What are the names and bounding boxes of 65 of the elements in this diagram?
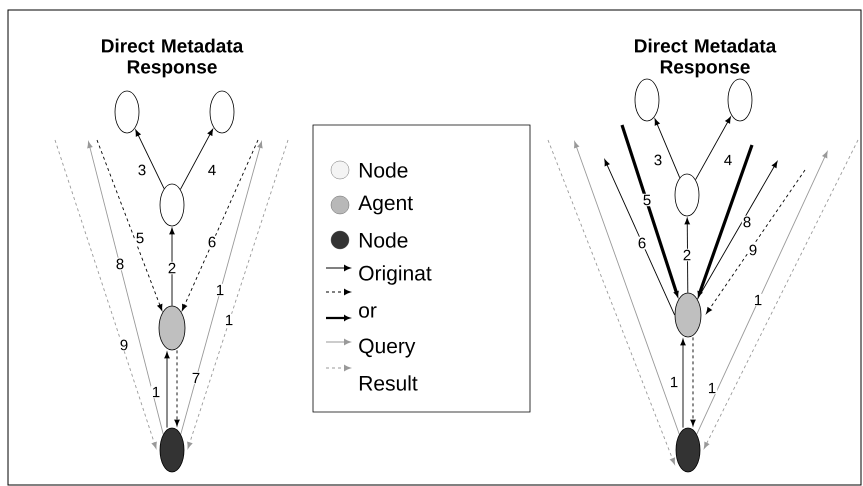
arrow: [706, 170, 806, 314]
arrow: [180, 141, 263, 435]
edge-label: 1: [150, 386, 162, 398]
edge-label: 1: [214, 284, 226, 296]
edge-label: 1: [706, 382, 718, 394]
panel-title: Direct Metadata Response: [635, 38, 776, 78]
panel-title: Direct Metadata Response: [102, 38, 244, 78]
arrow: [654, 118, 680, 178]
node-ellipse: [676, 428, 700, 472]
arrow: [704, 140, 858, 449]
arrow: [135, 130, 164, 190]
arrow: [680, 338, 686, 428]
arrow: [690, 336, 696, 426]
edge-label: 3: [652, 154, 664, 166]
arrow: [164, 352, 170, 428]
edge-label: 4: [722, 154, 734, 166]
legend-text: Originat: [359, 265, 432, 285]
edge-label: 9: [118, 338, 130, 352]
legend-text: or: [359, 306, 377, 318]
edge-label: 5: [134, 232, 146, 244]
legend-text: Query: [359, 338, 416, 358]
arrow: [169, 228, 175, 306]
legend-text: Agent: [358, 196, 413, 214]
arrow: [548, 140, 675, 465]
arrow: [187, 140, 288, 449]
edge-label: 7: [190, 372, 202, 384]
edge-label: 1: [752, 294, 764, 306]
arrow: [696, 151, 828, 435]
edge-label: 2: [166, 262, 178, 274]
edge-label: 8: [742, 216, 752, 228]
edge-label: 9: [748, 244, 758, 256]
arrow: [604, 159, 676, 316]
node-ellipse: [674, 292, 702, 338]
legend-text: Node: [360, 162, 408, 178]
arrow: [620, 124, 679, 297]
arrow: [684, 218, 690, 294]
edge-label: 6: [636, 236, 648, 250]
node-ellipse: [160, 184, 184, 226]
node-ellipse: [160, 428, 184, 472]
edge-label: 3: [136, 164, 148, 176]
arrow: [96, 140, 162, 311]
node-ellipse: [728, 78, 752, 122]
arrow: [182, 140, 258, 311]
arrow: [87, 141, 164, 435]
arrow: [698, 144, 754, 297]
arrow: [54, 140, 157, 449]
arrow: [695, 116, 731, 180]
edge-label: 6: [206, 236, 218, 248]
node-ellipse: [158, 306, 186, 350]
arrow: [174, 350, 180, 426]
edge-label: 5: [642, 194, 652, 206]
edge-label: 1: [668, 376, 680, 388]
node-ellipse: [114, 90, 140, 134]
edge-label: 4: [206, 164, 218, 176]
edge-label: 1: [224, 314, 234, 326]
node-ellipse: [634, 78, 660, 122]
arrow: [574, 141, 680, 435]
node-ellipse: [674, 174, 700, 216]
legend-text: Node: [360, 232, 408, 248]
arrow: [180, 128, 214, 190]
edge-label: 2: [682, 248, 692, 262]
edge-label: 8: [114, 258, 126, 270]
legend-text: Result: [360, 375, 418, 391]
node-ellipse: [210, 90, 234, 134]
arrow: [697, 161, 778, 300]
